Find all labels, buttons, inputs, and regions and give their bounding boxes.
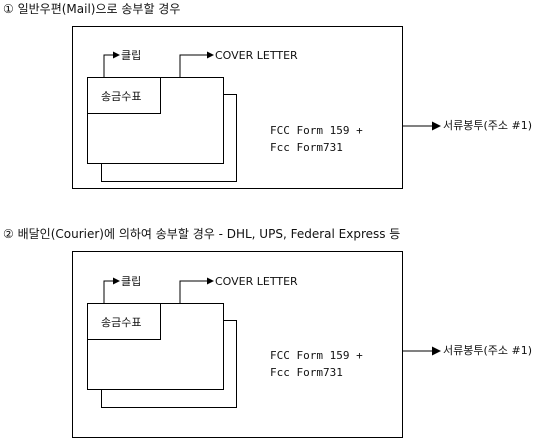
section-heading: ① 일반우편(Mail)으로 송부할 경우 bbox=[3, 2, 181, 16]
fcc-form-line-2: Fcc Form731 bbox=[270, 141, 343, 154]
envelope-arrowhead bbox=[432, 121, 441, 131]
remittance-check bbox=[87, 303, 161, 340]
cover-letter-label: COVER LETTER bbox=[215, 275, 298, 288]
cover-letter-connector bbox=[179, 54, 208, 77]
cover-arrowhead bbox=[207, 51, 214, 59]
clip-label: 클립 bbox=[121, 275, 142, 288]
envelope-label: 서류봉투(주소 #1) bbox=[443, 344, 533, 357]
clip-connector bbox=[103, 54, 114, 77]
envelope-label: 서류봉투(주소 #1) bbox=[443, 119, 533, 132]
fcc-form-line-2: Fcc Form731 bbox=[270, 366, 343, 379]
remittance-label: 송금수표 bbox=[101, 316, 142, 329]
envelope-arrowhead bbox=[432, 346, 441, 356]
clip-arrowhead bbox=[113, 277, 120, 285]
remittance-label: 송금수표 bbox=[101, 90, 142, 103]
cover-letter-label: COVER LETTER bbox=[215, 49, 298, 62]
clip-label: 클립 bbox=[121, 49, 142, 62]
cover-letter-connector bbox=[179, 280, 208, 303]
remittance-check bbox=[87, 77, 161, 114]
fcc-form-line-1: FCC Form 159 + bbox=[270, 349, 363, 362]
fcc-form-line-1: FCC Form 159 + bbox=[270, 124, 363, 137]
clip-arrowhead bbox=[113, 51, 120, 59]
section-heading: ② 배달인(Courier)에 의하여 송부할 경우 - DHL, UPS, F… bbox=[3, 227, 401, 241]
clip-connector bbox=[103, 280, 114, 303]
cover-arrowhead bbox=[207, 277, 214, 285]
